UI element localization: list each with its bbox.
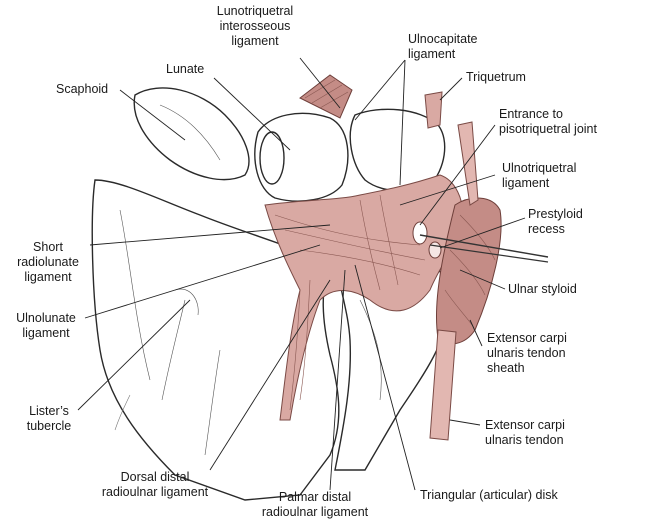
label-lunate: Lunate — [166, 62, 205, 76]
radius-bone — [91, 179, 340, 501]
prestyloid-recess-opening — [428, 241, 442, 259]
triquetrum-band — [424, 91, 443, 129]
label-triangular-disk: Triangular (articular) disk — [420, 488, 558, 502]
label-ulnocapitate-ligament: Ulnocapitate ligament — [408, 32, 478, 61]
label-short-radiolunate-ligament: Short radiolunate ligament — [17, 240, 79, 284]
leader-lines — [77, 57, 526, 491]
label-palmar-druj: Palmar distal radioulnar ligament — [261, 490, 369, 519]
label-ulnolunate-ligament: Ulnolunate ligament — [16, 311, 76, 340]
label-ecu-tendon-sheath: Extensor carpi ulnaris tendon sheath — [487, 331, 567, 375]
label-ulnar-styloid: Ulnar styloid — [508, 282, 577, 296]
label-lunotriquetral-ligament: Lunotriquetral interosseous ligament — [216, 4, 294, 48]
label-ecu-tendon: Extensor carpi ulnaris tendon — [485, 418, 565, 447]
label-triquetrum: Triquetrum — [466, 70, 526, 84]
label-dorsal-druj: Dorsal distal radioulnar ligament — [101, 470, 209, 499]
scaphoid-bone — [133, 87, 250, 181]
label-listers-tubercle: Lister’s tubercle — [26, 404, 72, 433]
label-scaphoid: Scaphoid — [56, 82, 109, 96]
ecu-tendon-lower — [429, 329, 457, 441]
ecu-tendon — [457, 121, 479, 206]
label-ulnotriquetral-ligament: Ulnotriquetral ligament — [502, 161, 577, 190]
label-pisotriquetral-entrance: Entrance to pisotriquetral joint — [499, 107, 597, 136]
label-prestyloid-recess: Prestyloid recess — [528, 207, 583, 236]
pisotriquetral-entrance — [412, 221, 428, 245]
